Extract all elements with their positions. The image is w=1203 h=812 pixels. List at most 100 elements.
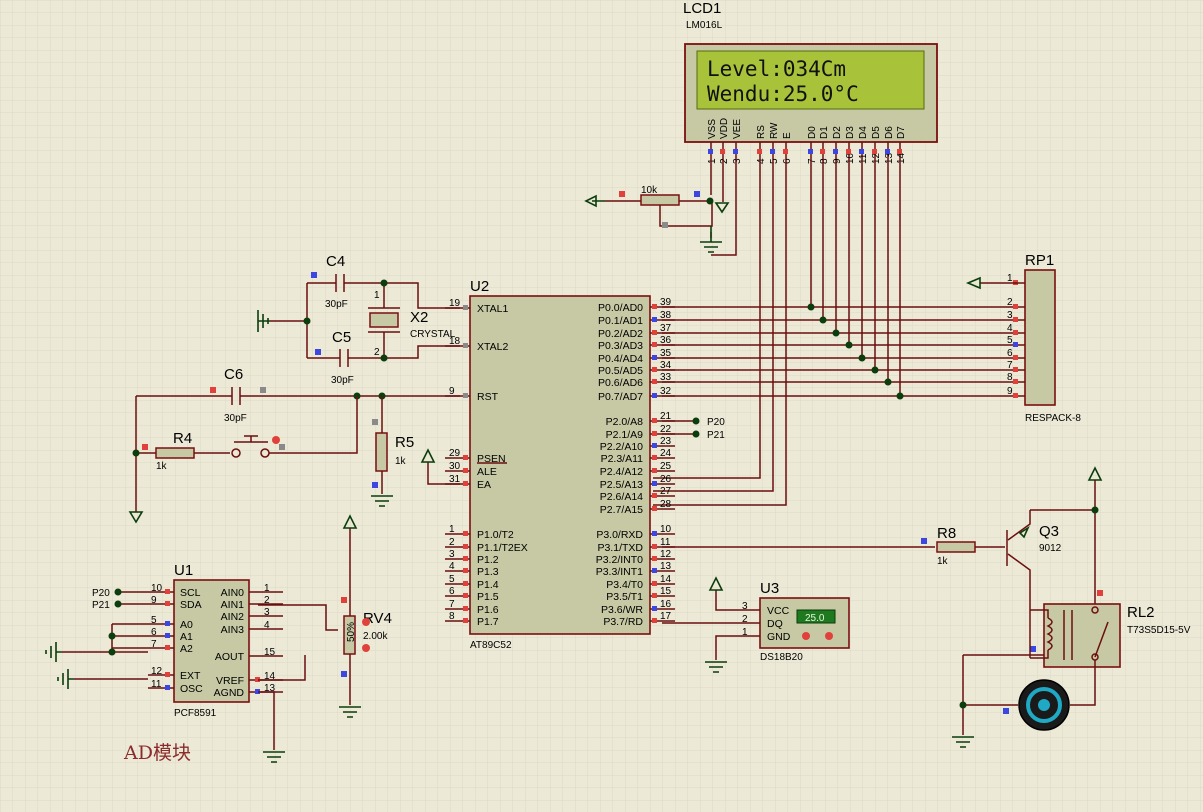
mcu-pin-name: EA [477, 479, 491, 491]
mcu-pin-number: 29 [449, 448, 461, 459]
adc-pin-name: AIN1 [221, 599, 245, 611]
capacitor-c4[interactable]: C4 30pF [307, 253, 384, 310]
resistor-r5[interactable]: R5 1k [372, 396, 414, 494]
resistor-r8[interactable]: R8 1k [921, 525, 1005, 567]
c6-value: 30pF [224, 413, 247, 424]
lcd-screen [696, 50, 925, 110]
mcu-pin-number: 2 [449, 537, 455, 548]
mcu-pin-number: 39 [660, 297, 672, 308]
lcd-display[interactable]: LCD1 LM016L Level:034Cm Wendu:25.0°C VSS… [683, 0, 938, 164]
mcu-pin-name: P2.7/A15 [600, 504, 643, 516]
sensor-reading: 25.0 [805, 613, 825, 624]
mcu-pin-name: P0.7/AD7 [598, 391, 643, 403]
capacitor-c5[interactable]: C5 30pF [307, 329, 384, 386]
lcd-ref: LCD1 [683, 0, 721, 17]
mcu-pin-name: P3.4/T0 [606, 579, 643, 591]
mcu-pin-name: P2.3/A11 [601, 453, 644, 465]
sensor-pin-name: GND [767, 631, 791, 643]
lcd-line2: Wendu:25.0°C [707, 82, 859, 106]
adc-pin-number: 5 [151, 615, 157, 626]
mcu-pin-name: P0.0/AD0 [598, 302, 643, 314]
mcu-pin-number: 13 [660, 561, 672, 572]
mcu-pin-name: P1.7 [477, 616, 499, 628]
lcd-pin-label: E [782, 132, 793, 139]
mcu-pin-number: 35 [660, 348, 672, 359]
mcu-pin-name: P1.4 [477, 579, 499, 591]
sensor-reading-display [796, 609, 836, 624]
mcu-pin-number: 25 [660, 461, 672, 472]
r5-ref: R5 [395, 434, 414, 451]
mcu-pin-name: P1.1/T2EX [477, 542, 528, 554]
relay-rl2[interactable]: RL2 T73S5D15-5V [1030, 590, 1191, 668]
r5-ground-symbol [371, 495, 393, 507]
crystal-x2[interactable]: X2 CRYSTAL 1 2 [368, 283, 456, 358]
adc-pin-number: 13 [264, 683, 276, 694]
mcu-pin-name: P3.3/INT1 [596, 566, 643, 578]
mcu-pin-name: XTAL1 [477, 303, 508, 315]
c6-ref: C6 [224, 366, 243, 383]
adc-pin-name: EXT [180, 670, 201, 682]
sensor-model: DS18B20 [760, 652, 803, 663]
reset-button[interactable] [231, 435, 285, 458]
mcu-pin-name: P1.3 [477, 566, 499, 578]
lcd-pin-number: 11 [858, 153, 869, 164]
c4-ref: C4 [326, 253, 345, 270]
mcu-pin-number: 15 [660, 586, 672, 597]
rv4-power-arrow [342, 514, 358, 529]
sensor-pin-name: DQ [767, 618, 783, 630]
transistor-q3[interactable]: Q3 9012 [1006, 510, 1062, 610]
adc-model: PCF8591 [174, 708, 217, 719]
mcu-pin-number: 10 [660, 524, 672, 535]
mcu-pin-number: 16 [660, 599, 672, 610]
rp1-pin-number: 4 [1007, 323, 1013, 334]
mcu-pin-number: 21 [660, 411, 672, 422]
adc-pin-name: SCL [180, 587, 201, 599]
mcu-pin-number: 26 [660, 474, 672, 485]
adc-ground-symbols [45, 642, 74, 689]
adc-pin-name: AGND [214, 687, 245, 699]
capacitor-c6[interactable]: C6 30pF [136, 366, 460, 424]
adc-pin-name: AIN2 [221, 611, 245, 623]
mcu-pin-name: PSEN [477, 453, 506, 465]
r5-value: 1k [395, 456, 407, 467]
adc-agnd-ground [263, 751, 285, 763]
motor-ground-symbol [952, 736, 974, 748]
lcd-pin-number: 3 [732, 158, 743, 164]
lcd-contrast-pot[interactable]: 10k [584, 185, 730, 228]
mcu-pin-name: P0.1/AD1 [598, 315, 643, 327]
crystal-ground-symbol [257, 310, 270, 332]
rp1-pin-number: 7 [1007, 360, 1013, 371]
potentiometer-rv4[interactable]: RV4 2.00k 50% [341, 514, 392, 705]
lcd-pin-number: 13 [884, 152, 895, 164]
r4-value: 1k [156, 461, 168, 472]
adc-pin-name: AOUT [215, 651, 245, 663]
q3-ref: Q3 [1039, 523, 1059, 540]
mcu-pin-name: P0.5/AD5 [598, 365, 643, 377]
mcu-model: AT89C52 [470, 640, 512, 651]
lcd-pin-number: 12 [871, 152, 882, 164]
lcd-pin-label: D6 [884, 126, 895, 139]
lcd-pin-number: 10 [845, 152, 856, 164]
rp1-model: RESPACK-8 [1025, 413, 1081, 424]
mcu-pin-number: 31 [449, 474, 461, 485]
rp1-pin-number: 6 [1007, 348, 1013, 359]
pot-lcd-value: 10k [641, 185, 658, 196]
mcu-pin-name: ALE [477, 466, 497, 478]
lcd-pin-label: D2 [832, 126, 843, 139]
mcu-pin-name: RST [477, 391, 499, 403]
mcu-pin-number: 18 [449, 336, 461, 347]
adc-pin-number: 6 [151, 627, 157, 638]
motor-symbol[interactable] [1003, 679, 1070, 731]
mcu-pin-number: 22 [660, 424, 672, 435]
lcd-pin-label: D0 [807, 126, 818, 139]
lcd-pin-number: 5 [769, 158, 780, 164]
mcu-pin-number: 11 [660, 537, 671, 548]
adc-pin-number: 12 [151, 666, 163, 677]
lcd-model: LM016L [686, 20, 723, 31]
